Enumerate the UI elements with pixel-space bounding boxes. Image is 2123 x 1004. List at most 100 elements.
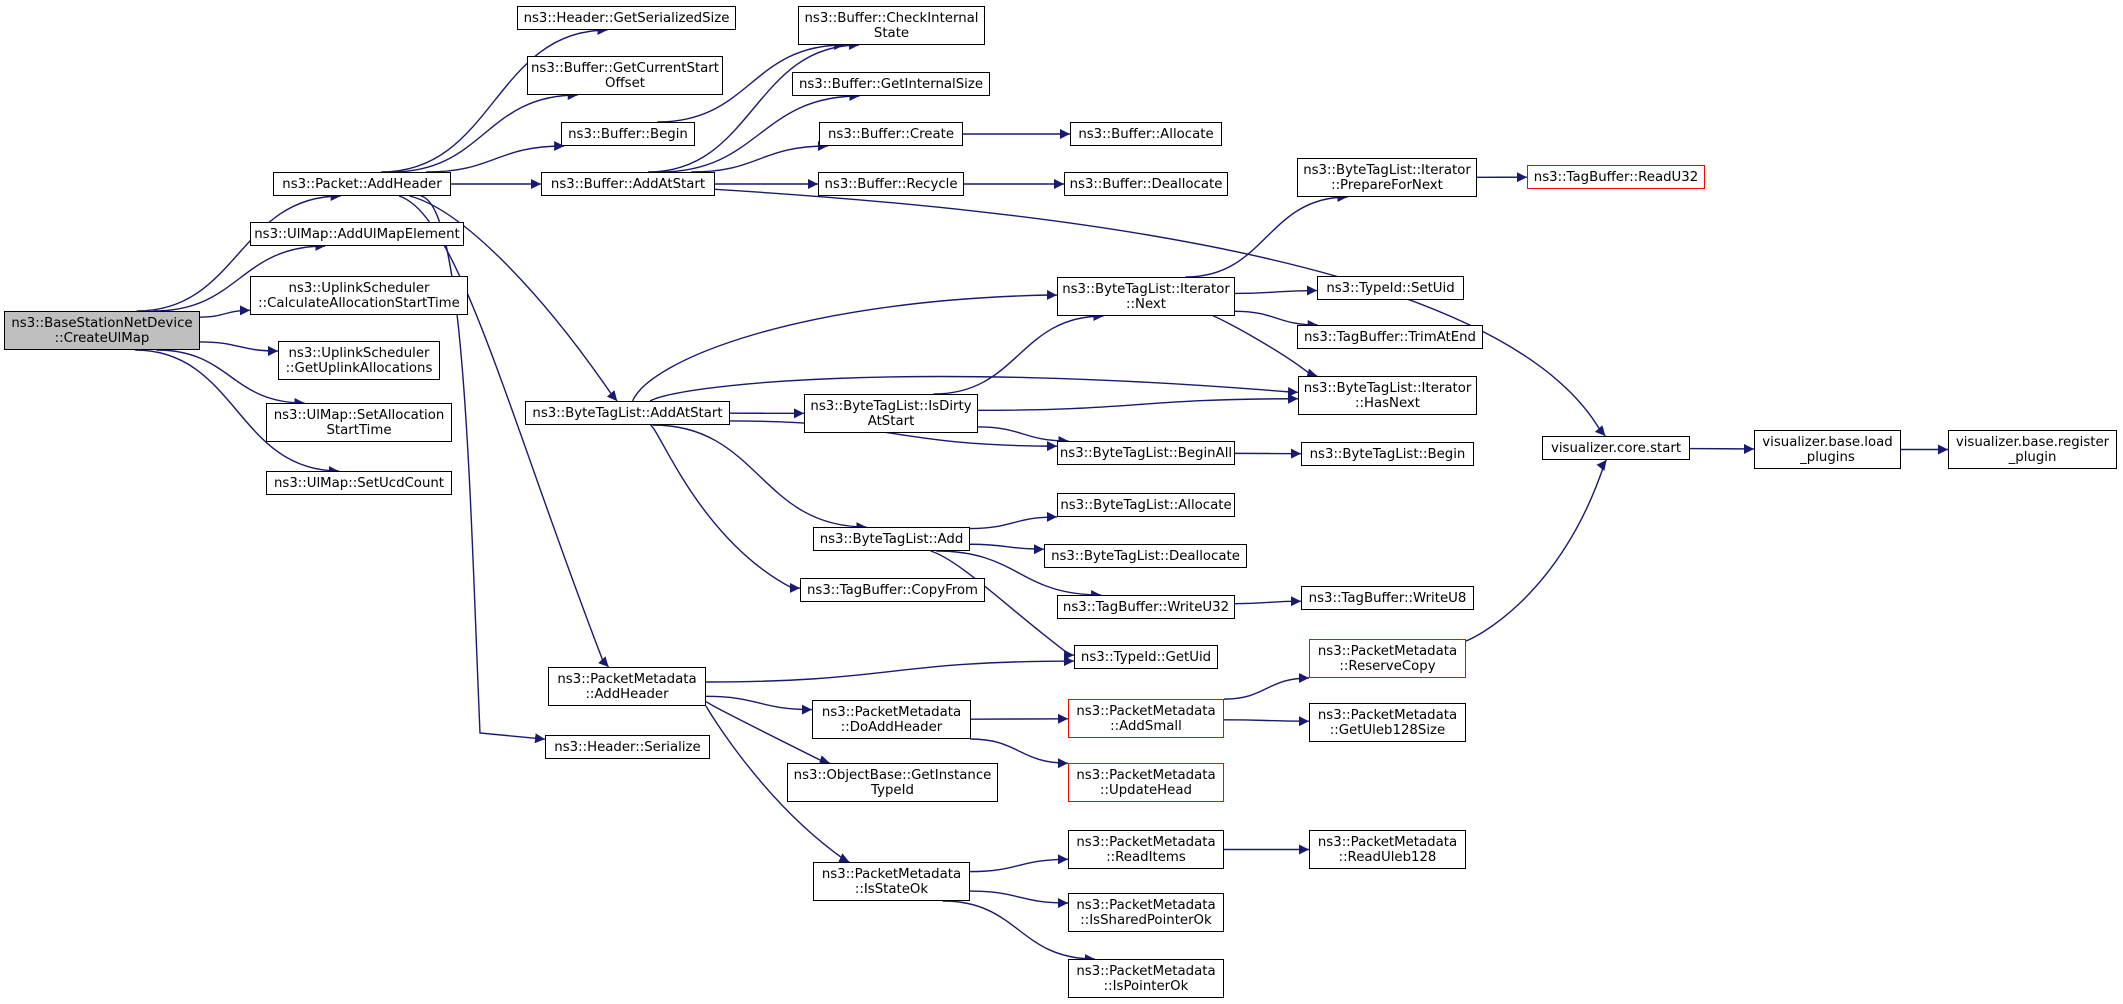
- graph-node-btl-deallocate[interactable]: ns3::ByteTagList::Deallocate: [1044, 544, 1247, 568]
- node-label-line: ::ReadItems: [1106, 849, 1186, 865]
- graph-node-buf-create[interactable]: ns3::Buffer::Create: [819, 122, 963, 146]
- graph-node-buf-recycle[interactable]: ns3::Buffer::Recycle: [818, 172, 964, 196]
- node-label-line: visualizer.base.load: [1762, 434, 1893, 450]
- node-label-line: ns3::TagBuffer::CopyFrom: [806, 582, 979, 598]
- graph-node-pm-readitems[interactable]: ns3::PacketMetadata::ReadItems: [1068, 830, 1224, 869]
- graph-node-hdr-getsersize[interactable]: ns3::Header::GetSerializedSize: [517, 6, 736, 30]
- node-label-line: ns3::ObjectBase::GetInstance: [793, 767, 992, 783]
- graph-node-tb-copyfrom[interactable]: ns3::TagBuffer::CopyFrom: [800, 578, 985, 602]
- edge-btl-addatstart-to-btl-add: [652, 424, 867, 532]
- node-label-line: ns3::UplinkScheduler: [288, 280, 430, 296]
- graph-node-pm-updatehead[interactable]: ns3::PacketMetadata::UpdateHead: [1068, 763, 1224, 802]
- edge-pkt-addheader-to-hdr-serialize: [420, 195, 546, 744]
- edge-pkt-addheader-to-buf-begin: [425, 141, 565, 173]
- graph-node-pm-isstateok[interactable]: ns3::PacketMetadata::IsStateOk: [813, 862, 970, 901]
- edge-pm-addheader-to-pm-doaddheader: [705, 695, 813, 715]
- graph-node-buf-addatstart[interactable]: ns3::Buffer::AddAtStart: [541, 172, 715, 196]
- graph-node-us-calc[interactable]: ns3::UplinkScheduler::CalculateAllocatio…: [250, 276, 468, 315]
- node-label-line: ns3::PacketMetadata: [1076, 897, 1216, 913]
- node-label-line: ::CreateUlMap: [54, 330, 150, 346]
- edge-btl-addatstart-to-tb-copyfrom: [649, 424, 801, 593]
- graph-node-buf-allocate[interactable]: ns3::Buffer::Allocate: [1070, 122, 1222, 146]
- graph-node-pm-doaddheader[interactable]: ns3::PacketMetadata::DoAddHeader: [812, 700, 971, 739]
- graph-node-tb-trimatend[interactable]: ns3::TagBuffer::TrimAtEnd: [1297, 325, 1483, 349]
- edge-btl-it-next-to-tb-trimatend: [1234, 310, 1318, 330]
- graph-node-btl-addatstart[interactable]: ns3::ByteTagList::AddAtStart: [525, 401, 730, 425]
- edge-pm-isstateok-to-pm-readitems: [969, 854, 1069, 873]
- graph-node-btl-add[interactable]: ns3::ByteTagList::Add: [813, 527, 970, 551]
- edge-pkt-addheader-to-hdr-getsersize: [381, 25, 608, 173]
- node-label-line: ns3::ByteTagList::BeginAll: [1059, 445, 1233, 461]
- node-label-line: ns3::PacketMetadata: [821, 866, 962, 882]
- node-label-line: Offset: [605, 75, 645, 91]
- graph-node-btl-it-hasnext[interactable]: ns3::ByteTagList::Iterator::HasNext: [1298, 376, 1477, 415]
- node-label-line: ns3::Buffer::Deallocate: [1069, 176, 1223, 192]
- node-label-line: ns3::PacketMetadata: [1317, 707, 1458, 723]
- graph-node-root[interactable]: ns3::BaseStationNetDevice::CreateUlMap: [4, 311, 200, 350]
- graph-node-btl-allocate[interactable]: ns3::ByteTagList::Allocate: [1057, 493, 1235, 517]
- node-label-line: ns3::PacketMetadata: [557, 671, 697, 687]
- graph-node-ulmap-addelem[interactable]: ns3::UlMap::AddUlMapElement: [250, 222, 464, 246]
- graph-node-pkt-addheader[interactable]: ns3::Packet::AddHeader: [273, 172, 451, 196]
- graph-node-vis-load[interactable]: visualizer.base.load_plugins: [1754, 430, 1901, 469]
- graph-node-typeid-getuid[interactable]: ns3::TypeId::GetUid: [1074, 645, 1218, 669]
- graph-node-vis-start[interactable]: visualizer.core.start: [1542, 436, 1690, 460]
- edge-buf-addatstart-to-buf-getinternalsize: [659, 91, 860, 173]
- graph-node-pm-issharedptr[interactable]: ns3::PacketMetadata::IsSharedPointerOk: [1068, 893, 1224, 932]
- edge-pm-doaddheader-to-pm-updatehead: [970, 738, 1069, 769]
- graph-node-buf-deallocate[interactable]: ns3::Buffer::Deallocate: [1064, 172, 1228, 196]
- graph-node-pm-getuleb[interactable]: ns3::PacketMetadata::GetUleb128Size: [1309, 703, 1466, 742]
- graph-node-hdr-serialize[interactable]: ns3::Header::Serialize: [545, 735, 710, 759]
- node-label-line: ns3::TypeId::GetUid: [1080, 649, 1212, 665]
- graph-node-tb-readu32[interactable]: ns3::TagBuffer::ReadU32: [1527, 165, 1705, 189]
- graph-node-typeid-setuid[interactable]: ns3::TypeId::SetUid: [1317, 276, 1464, 300]
- graph-node-buf-begin[interactable]: ns3::Buffer::Begin: [561, 122, 695, 146]
- graph-node-pm-isptr[interactable]: ns3::PacketMetadata::IsPointerOk: [1068, 959, 1224, 998]
- node-label-line: ns3::BaseStationNetDevice: [11, 315, 193, 331]
- node-label-line: ns3::ByteTagList::Add: [819, 531, 964, 547]
- node-label-line: ns3::PacketMetadata: [1076, 834, 1216, 850]
- graph-node-tb-writeu8[interactable]: ns3::TagBuffer::WriteU8: [1301, 586, 1474, 610]
- graph-node-btl-it-prep[interactable]: ns3::ByteTagList::Iterator::PrepareForNe…: [1297, 158, 1477, 197]
- edge-pm-addsmall-to-pm-reservecopy: [1223, 673, 1310, 700]
- node-label-line: ::GetUplinkAllocations: [285, 360, 433, 376]
- graph-node-btl-it-next[interactable]: ns3::ByteTagList::Iterator::Next: [1057, 277, 1235, 316]
- edge-btl-addatstart-to-btl-it-hasnext: [649, 375, 1299, 402]
- edge-btl-addatstart-to-btl-it-next: [631, 289, 1058, 402]
- node-label-line: ns3::PacketMetadata: [1317, 834, 1458, 850]
- node-label-line: ns3::Buffer::Create: [827, 126, 955, 142]
- graph-node-pm-readuleb[interactable]: ns3::PacketMetadata::ReadUleb128: [1309, 830, 1466, 869]
- edge-btl-it-next-to-typeid-setuid: [1234, 285, 1318, 296]
- edge-buf-begin-to-buf-checkinternal: [657, 40, 845, 123]
- edge-root-to-ulmap-setalloc: [156, 349, 305, 408]
- edge-pm-reservecopy-to-vis-start: [1465, 459, 1608, 642]
- edge-root-to-us-getalloc: [199, 341, 279, 357]
- graph-node-tb-writeu32[interactable]: ns3::TagBuffer::WriteU32: [1057, 595, 1235, 619]
- edge-btl-add-to-tb-writeu32: [936, 550, 1102, 600]
- node-label-line: StartTime: [326, 422, 392, 438]
- node-label-line: TypeId: [871, 782, 914, 798]
- graph-node-btl-begin[interactable]: ns3::ByteTagList::Begin: [1301, 442, 1474, 466]
- graph-node-vis-register[interactable]: visualizer.base.register_plugin: [1948, 430, 2117, 469]
- node-label-line: ns3::ByteTagList::Iterator: [1303, 380, 1472, 396]
- node-label-line: ns3::Buffer::Allocate: [1078, 126, 1214, 142]
- edge-btl-it-next-to-btl-it-hasnext: [1212, 315, 1318, 379]
- graph-node-btl-beginall[interactable]: ns3::ByteTagList::BeginAll: [1057, 441, 1235, 465]
- graph-node-us-getalloc[interactable]: ns3::UplinkScheduler::GetUplinkAllocatio…: [278, 341, 440, 380]
- node-label-line: ::IsStateOk: [854, 881, 929, 897]
- graph-node-pm-addheader[interactable]: ns3::PacketMetadata::AddHeader: [548, 667, 706, 706]
- graph-node-buf-getinternalsize[interactable]: ns3::Buffer::GetInternalSize: [792, 72, 990, 96]
- graph-node-ulmap-setucd[interactable]: ns3::UlMap::SetUcdCount: [266, 471, 452, 495]
- graph-node-pm-reservecopy[interactable]: ns3::PacketMetadata::ReserveCopy: [1309, 639, 1466, 678]
- node-label-line: ns3::PacketMetadata: [1076, 767, 1216, 783]
- node-label-line: ns3::Buffer::GetCurrentStart: [531, 60, 719, 76]
- edge-buf-addatstart-to-buf-create: [691, 141, 828, 173]
- graph-node-pm-addsmall[interactable]: ns3::PacketMetadata::AddSmall: [1068, 699, 1224, 738]
- node-label-line: ns3::UlMap::SetUcdCount: [273, 475, 445, 491]
- node-label-line: ns3::PacketMetadata: [1076, 963, 1216, 979]
